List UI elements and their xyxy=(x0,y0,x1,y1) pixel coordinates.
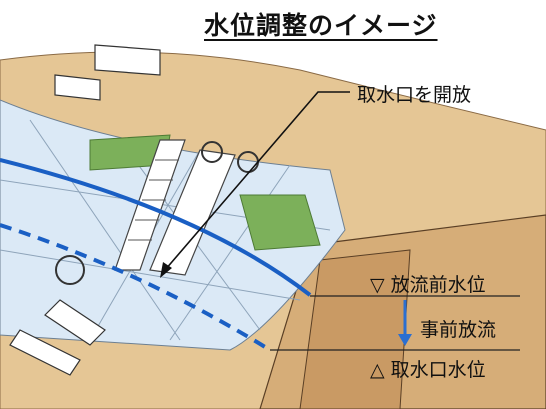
level-before-label: ▽ 放流前水位 xyxy=(370,274,486,296)
release-arrow-head xyxy=(398,334,412,346)
leader-line xyxy=(164,91,350,271)
grid-line xyxy=(169,164,291,341)
railing xyxy=(54,74,101,101)
outlet-pipe xyxy=(9,329,81,376)
intake-open-label: 取水口を開放 xyxy=(357,84,472,106)
stair-ramp xyxy=(114,139,186,271)
grid-line xyxy=(0,249,301,301)
gate-ramp xyxy=(149,149,236,276)
railing xyxy=(94,44,161,76)
diagram-title: 水位調整のイメージ xyxy=(200,6,442,42)
grass-strip-right xyxy=(239,194,321,251)
level-before-line xyxy=(0,158,312,297)
gate-wheel xyxy=(201,141,223,163)
pre-release-label: 事前放流 xyxy=(420,319,497,341)
gate-wheel xyxy=(55,255,85,285)
grid-line xyxy=(29,119,181,341)
level-intake-line xyxy=(0,223,272,352)
outlet-pipe xyxy=(44,299,106,346)
level-intake-label: △ 取水口水位 xyxy=(370,359,486,381)
spillway-channel xyxy=(299,249,411,409)
leader-arrowhead xyxy=(160,262,172,278)
